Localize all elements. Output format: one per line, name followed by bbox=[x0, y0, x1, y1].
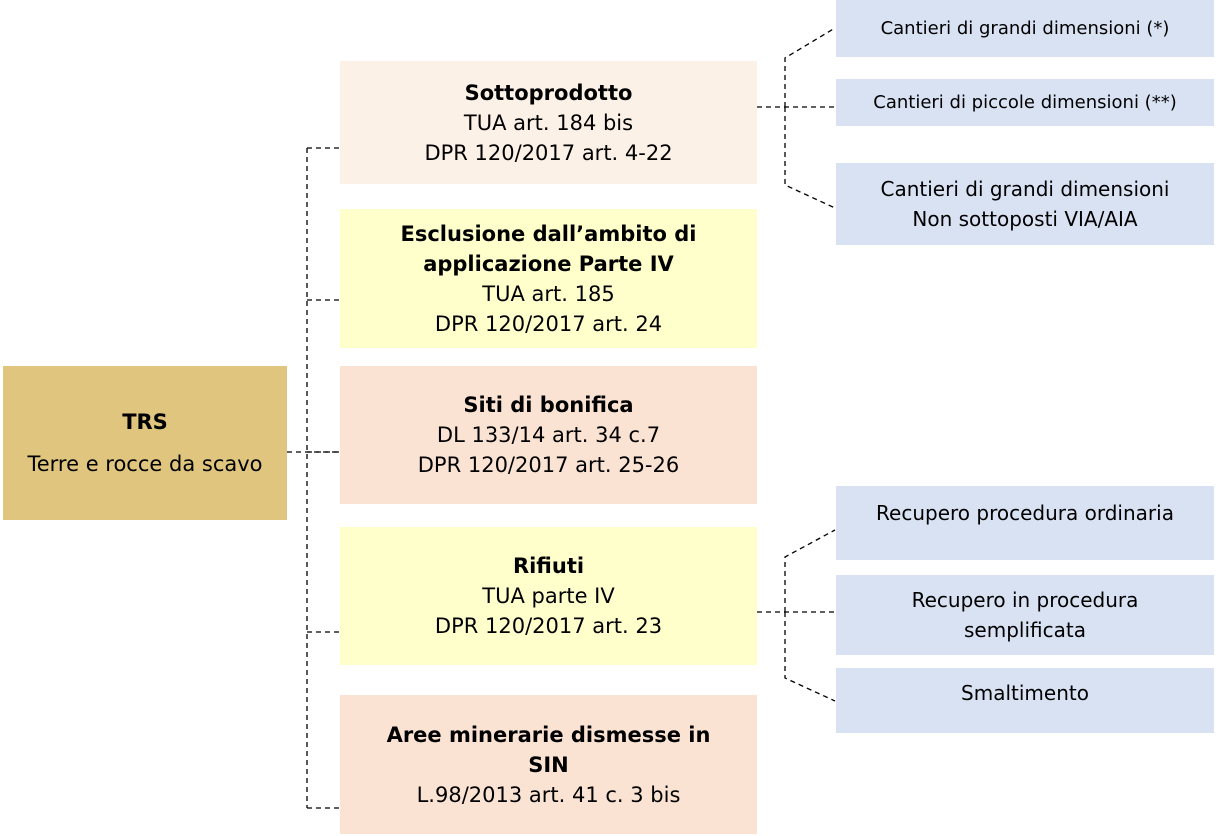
leaf-cantieri-grandi: Cantieri di grandi dimensioni (*) bbox=[836, 0, 1214, 57]
leaf-line: Cantieri di grandi dimensioni (*) bbox=[880, 17, 1170, 39]
branch-line: DPR 120/2017 art. 25-26 bbox=[417, 453, 680, 477]
branch-sottoprodotto: Sottoprodotto TUA art. 184 bis DPR 120/2… bbox=[340, 61, 757, 184]
leaf-line: Recupero in procedura bbox=[911, 588, 1139, 612]
root-subtitle: Terre e rocce da scavo bbox=[27, 452, 263, 476]
branch-esclusione: Esclusione dall’ambito di applicazione P… bbox=[340, 209, 757, 348]
connector-rifiuti-bottom bbox=[784, 612, 836, 702]
branch-rifiuti: Rifiuti TUA parte IV DPR 120/2017 art. 2… bbox=[340, 527, 757, 665]
connector-rifiuti-top bbox=[784, 529, 836, 612]
leaf-cantieri-piccoli: Cantieri di piccole dimensioni (**) bbox=[836, 79, 1214, 126]
branch-aree-minerarie: Aree minerarie dismesse in SIN L.98/2013… bbox=[340, 695, 757, 834]
branch-title: Siti di bonifica bbox=[463, 393, 634, 417]
branch-line: TUA art. 184 bis bbox=[463, 110, 634, 135]
branch-title: SIN bbox=[528, 752, 569, 777]
branch-title: Rifiuti bbox=[512, 554, 585, 578]
root-title: TRS bbox=[122, 410, 168, 434]
branch-line: TUA parte IV bbox=[482, 584, 615, 608]
branch-title: Sottoprodotto bbox=[464, 80, 633, 105]
branch-line: DPR 120/2017 art. 4-22 bbox=[424, 140, 673, 165]
leaf-line: Non sottoposti VIA/AIA bbox=[912, 207, 1138, 231]
leaf-line: Smaltimento bbox=[961, 681, 1089, 705]
connector-sottoprodotto-top bbox=[784, 27, 836, 107]
branch-siti-bonifica: Siti di bonifica DL 133/14 art. 34 c.7 D… bbox=[340, 366, 757, 504]
leaf-line: Recupero procedura ordinaria bbox=[876, 501, 1174, 525]
branch-line: TUA art. 185 bbox=[482, 281, 615, 306]
root-node: TRS Terre e rocce da scavo bbox=[3, 366, 287, 520]
branch-title: applicazione Parte IV bbox=[423, 251, 674, 276]
branch-title: Aree minerarie dismesse in bbox=[386, 722, 711, 747]
branch-line: DL 133/14 art. 34 c.7 bbox=[436, 423, 661, 447]
leaf-line: Cantieri di piccole dimensioni (**) bbox=[873, 91, 1177, 113]
leaf-smaltimento: Smaltimento bbox=[836, 668, 1214, 733]
leaf-recupero-ordinaria: Recupero procedura ordinaria bbox=[836, 486, 1214, 560]
leaf-recupero-semplificata: Recupero in procedura semplificata bbox=[836, 575, 1214, 655]
branch-line: DPR 120/2017 art. 23 bbox=[434, 614, 663, 638]
branch-title: Esclusione dall’ambito di bbox=[400, 221, 697, 246]
leaf-line: Cantieri di grandi dimensioni bbox=[880, 177, 1170, 201]
branch-line: L.98/2013 art. 41 c. 3 bis bbox=[416, 782, 681, 807]
branch-line: DPR 120/2017 art. 24 bbox=[434, 311, 663, 336]
leaf-line: semplificata bbox=[964, 618, 1086, 642]
connector-sottoprodotto-bottom bbox=[784, 107, 836, 209]
leaf-cantieri-grandi-non-via: Cantieri di grandi dimensioni Non sottop… bbox=[836, 163, 1214, 245]
